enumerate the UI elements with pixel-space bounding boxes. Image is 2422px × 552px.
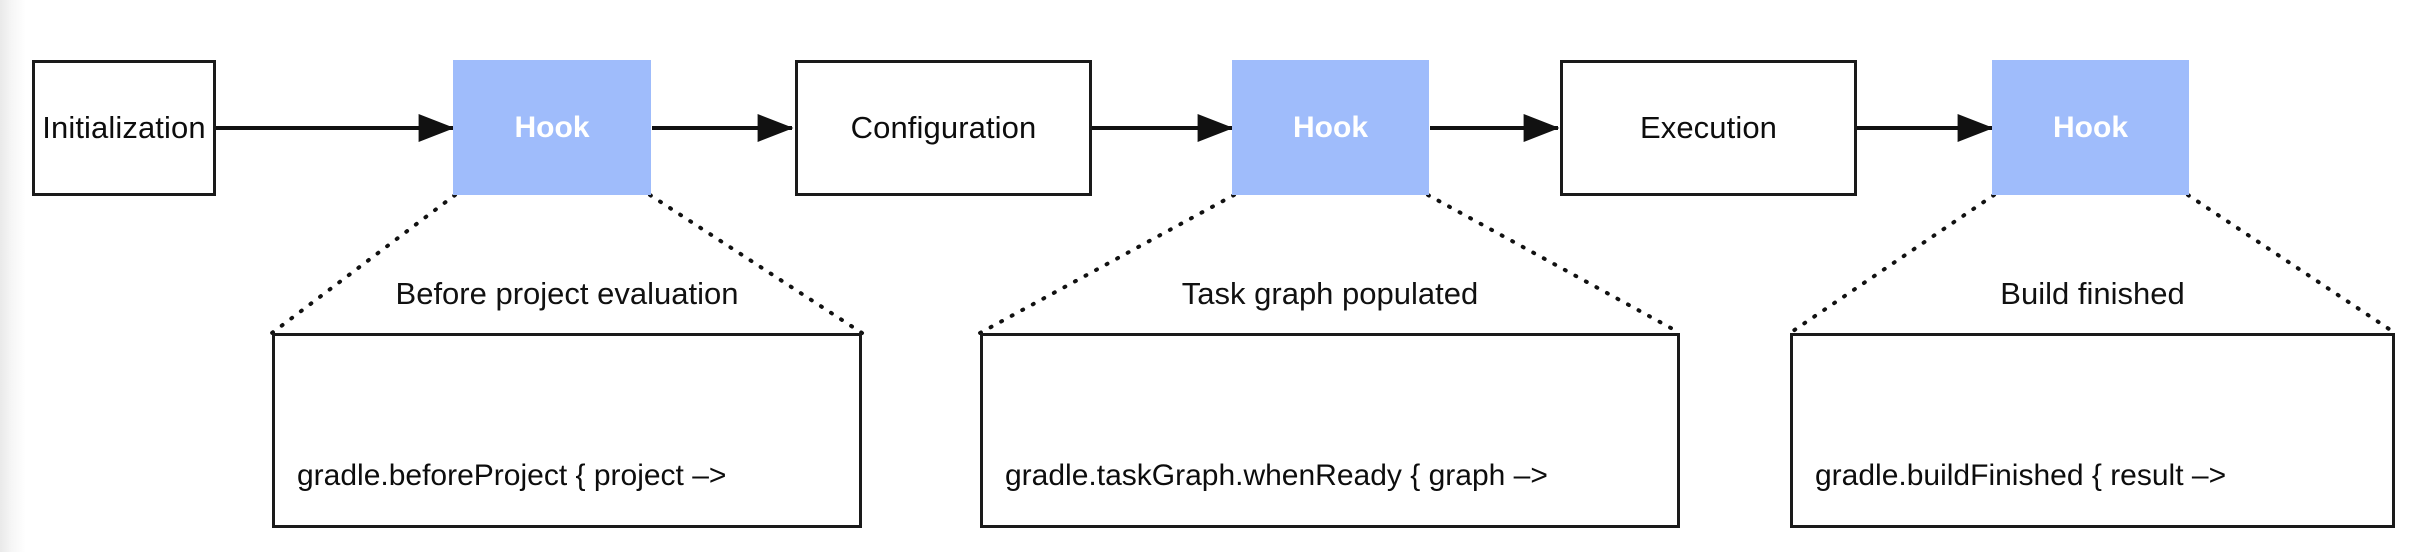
code-line: gradle.beforeProject { project –> (297, 459, 727, 493)
code-box-before-project-evaluation[interactable]: gradle.beforeProject { project –> … } (272, 333, 862, 528)
phase-label: Initialization (42, 110, 206, 145)
leader-hook-1-left (270, 193, 457, 335)
hook-box-1[interactable]: Hook (453, 60, 651, 195)
hook-box-3[interactable]: Hook (1992, 60, 2189, 195)
phase-box-initialization[interactable]: Initialization (32, 60, 216, 196)
hook-label: Hook (2053, 110, 2128, 144)
leader-hook-3-left (1788, 193, 1996, 335)
phase-label: Configuration (850, 110, 1037, 145)
code-line: gradle.buildFinished { result –> (1815, 459, 2227, 493)
leader-hook-2-left (978, 193, 1236, 335)
hook-box-2[interactable]: Hook (1232, 60, 1429, 195)
hook-label: Hook (514, 110, 590, 144)
callout-caption-before-project-evaluation: Before project evaluation (395, 276, 739, 311)
code-line: gradle.taskGraph.whenReady { graph –> (1005, 459, 1548, 493)
phase-box-execution[interactable]: Execution (1560, 60, 1857, 196)
hook-label: Hook (1293, 110, 1368, 144)
callout-caption-build-finished: Build finished (2000, 276, 2185, 311)
code-box-task-graph-populated[interactable]: gradle.taskGraph.whenReady { graph –> … … (980, 333, 1680, 528)
callout-caption-task-graph-populated: Task graph populated (1181, 276, 1479, 311)
left-edge-shade (0, 0, 26, 552)
code-box-build-finished[interactable]: gradle.buildFinished { result –> … } (1790, 333, 2395, 528)
leader-hook-2-right (1426, 193, 1682, 335)
phase-box-configuration[interactable]: Configuration (795, 60, 1092, 196)
leader-hook-3-right (2186, 193, 2397, 335)
leader-hook-1-right (648, 193, 864, 335)
phase-label: Execution (1639, 110, 1778, 145)
